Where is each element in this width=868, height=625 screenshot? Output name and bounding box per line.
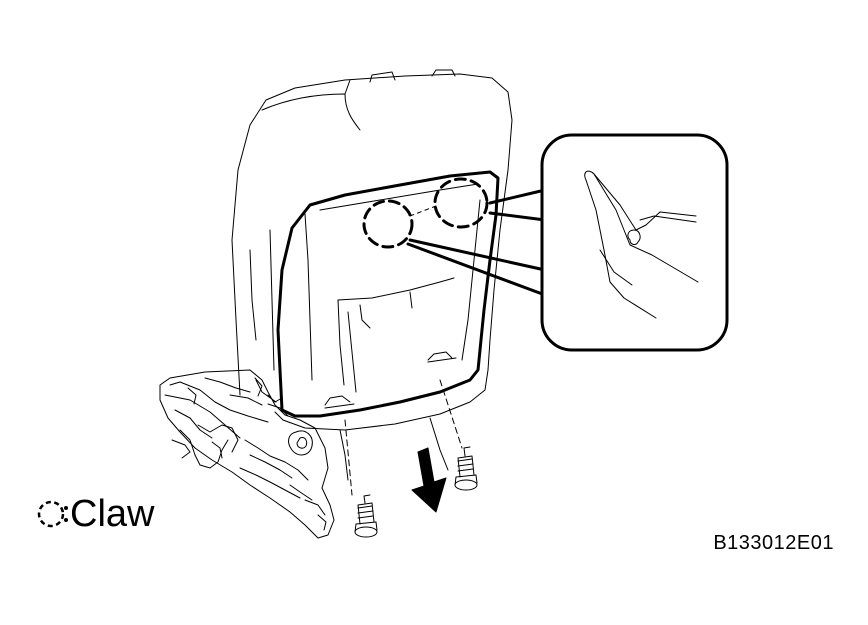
claw-left [362,199,414,249]
removal-direction-arrow [411,447,447,513]
seatback-shell [231,69,513,403]
claw-markers [362,177,489,249]
legend-label: Claw [70,493,155,535]
detail-callout [540,133,729,352]
figure-code: B133012E01 [713,532,834,554]
seatback-lower-trim [274,369,489,481]
bolt-left [354,494,378,538]
legend: Claw [34,492,154,536]
dashed-circle-icon [37,500,68,528]
claw-right [433,177,489,229]
seat-rail-frame [159,369,335,539]
seatback-board [276,170,500,418]
bolt-guide-lines [344,379,463,496]
callout-leaders [406,188,547,297]
bolt-right [454,446,478,491]
